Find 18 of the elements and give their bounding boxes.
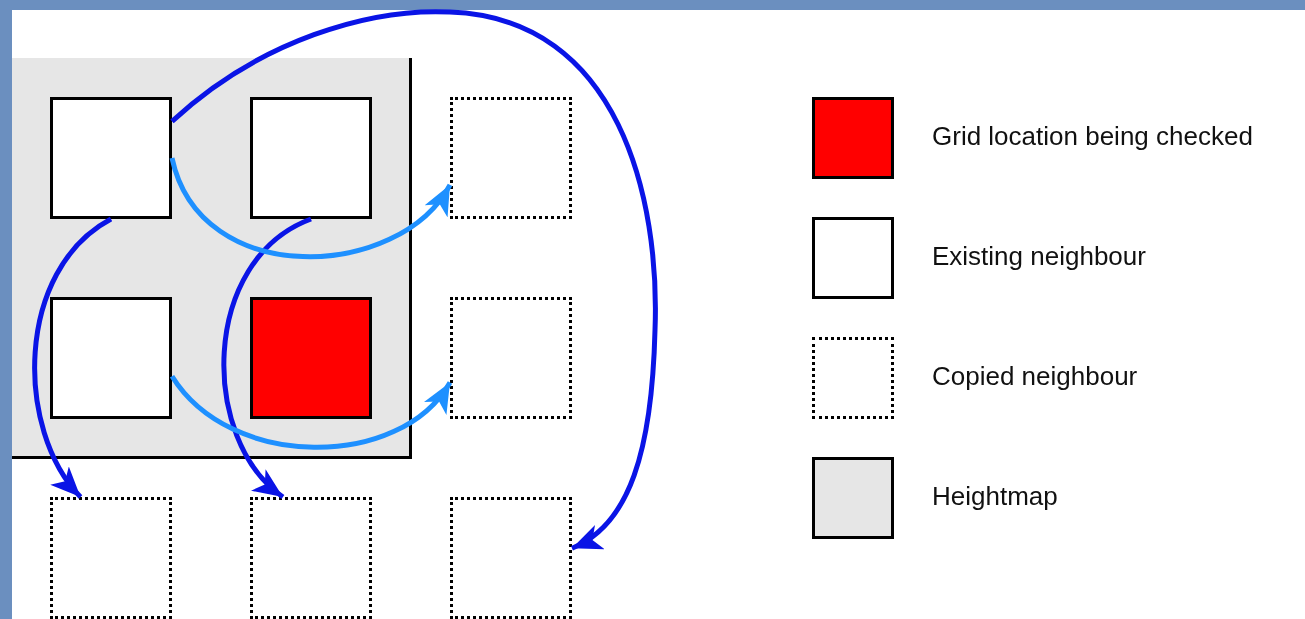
- copied-neighbour-square: [450, 497, 572, 619]
- curved-arrow: [170, 9, 658, 551]
- curved-arrow: [32, 216, 113, 499]
- copied-neighbour-square: [250, 497, 372, 619]
- checked-grid-square: [250, 297, 372, 419]
- neighbour-square: [50, 297, 172, 419]
- curved-arrow: [169, 157, 453, 259]
- copied-neighbour-square: [450, 97, 572, 219]
- legend-label: Existing neighbour: [932, 241, 1146, 272]
- curved-arrow: [170, 374, 452, 450]
- legend-label: Grid location being checked: [932, 121, 1253, 152]
- legend-label: Copied neighbour: [932, 361, 1138, 392]
- neighbour-square: [250, 97, 372, 219]
- copied-neighbour-square: [50, 497, 172, 619]
- copied-neighbour-square: [450, 297, 572, 419]
- legend-label: Heightmap: [932, 481, 1058, 512]
- neighbour-square: [50, 97, 172, 219]
- heightmap-area: [12, 58, 412, 459]
